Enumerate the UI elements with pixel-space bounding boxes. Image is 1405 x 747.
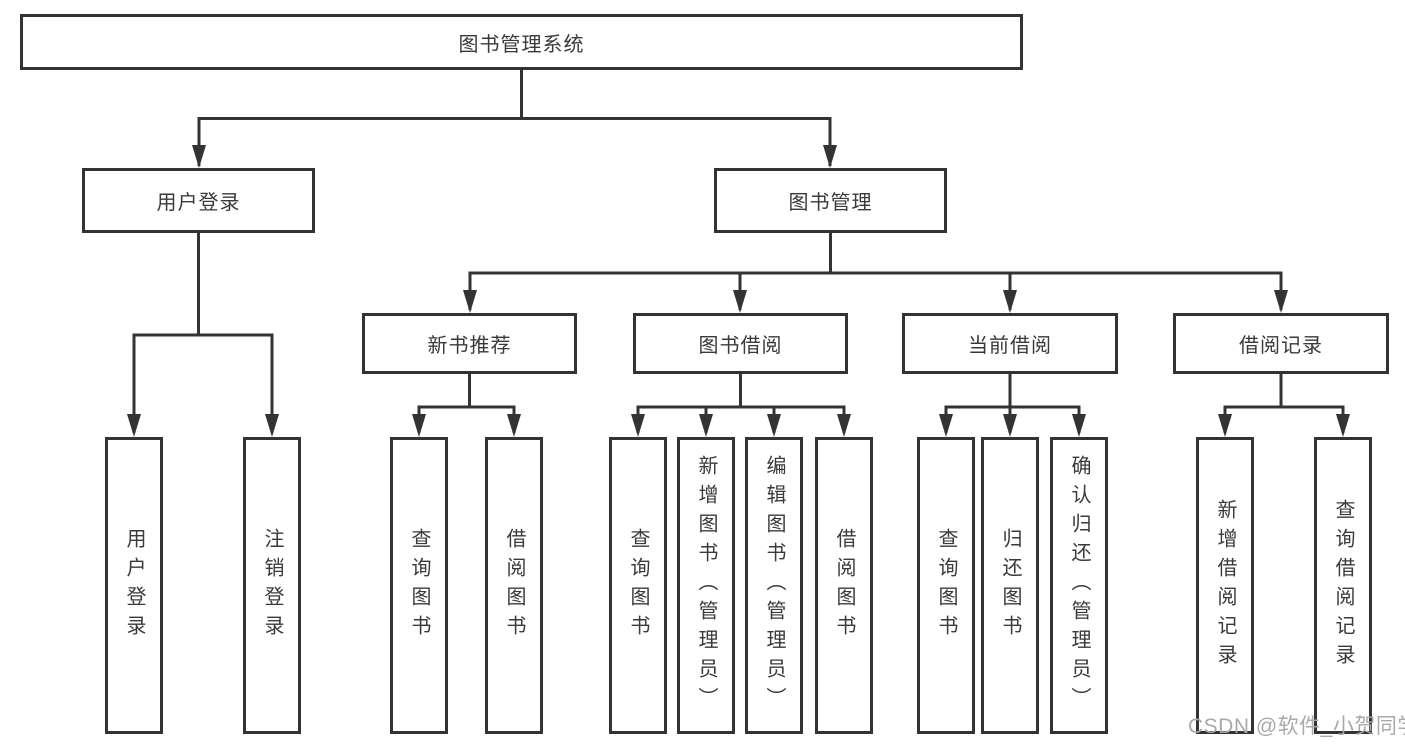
leaf-label: 注销登录 (261, 527, 283, 644)
leaf-label: 查询图书 (627, 527, 649, 644)
arrow-down-icon (823, 145, 837, 168)
leaf-label: 新增图书（管理员） (695, 455, 717, 716)
arrow-down-icon (1003, 290, 1017, 313)
arrow-down-icon (1274, 290, 1288, 313)
leaf-borrow-books: 借阅图书 (815, 437, 873, 734)
leaf-add-books-admin: 新增图书（管理员） (677, 437, 735, 734)
arrow-down-icon (767, 414, 781, 437)
node-library-system: 图书管理系统 (20, 14, 1023, 70)
leaf-label: 借阅图书 (833, 527, 855, 644)
leaf-query-books-borrow: 查询图书 (609, 437, 667, 734)
node-book-borrow: 图书借阅 (633, 313, 848, 374)
node-current-borrow: 当前借阅 (902, 313, 1118, 374)
arrow-down-icon (1003, 414, 1017, 437)
leaf-label: 查询借阅记录 (1332, 498, 1354, 673)
leaf-user-login: 用户登录 (105, 437, 163, 734)
leaf-return-books: 归还图书 (981, 437, 1039, 734)
node-book-management: 图书管理 (714, 168, 947, 233)
arrow-down-icon (1336, 414, 1350, 437)
node-new-book-recommend: 新书推荐 (362, 313, 577, 374)
arrow-down-icon (939, 414, 953, 437)
arrow-down-icon (1218, 414, 1232, 437)
node-borrow-records: 借阅记录 (1173, 313, 1389, 374)
leaf-logout: 注销登录 (243, 437, 301, 734)
arrow-down-icon (507, 414, 521, 437)
node-user-login: 用户登录 (82, 168, 315, 233)
watermark: CSDN @软件_小贺同学 (1188, 715, 1405, 738)
leaf-borrow-books-recommend: 借阅图书 (485, 437, 543, 734)
leaf-query-borrow-record: 查询借阅记录 (1314, 437, 1372, 734)
arrow-down-icon (412, 414, 426, 437)
leaf-edit-books-admin: 编辑图书（管理员） (745, 437, 803, 734)
leaf-add-borrow-record: 新增借阅记录 (1196, 437, 1254, 734)
arrow-down-icon (631, 414, 645, 437)
arrow-down-icon (837, 414, 851, 437)
arrow-down-icon (127, 414, 141, 437)
leaf-label: 查询图书 (408, 527, 430, 644)
arrow-down-icon (733, 290, 747, 313)
leaf-label: 新增借阅记录 (1214, 498, 1236, 673)
leaf-confirm-return-admin: 确认归还（管理员） (1050, 437, 1108, 734)
arrow-down-icon (192, 145, 206, 168)
leaf-label: 用户登录 (123, 527, 145, 644)
arrow-down-icon (463, 290, 477, 313)
leaf-label: 归还图书 (999, 527, 1021, 644)
arrow-down-icon (1072, 414, 1086, 437)
leaf-label: 查询图书 (935, 527, 957, 644)
arrow-down-icon (265, 414, 279, 437)
leaf-label: 编辑图书（管理员） (763, 455, 785, 716)
leaf-label: 确认归还（管理员） (1068, 455, 1090, 716)
leaf-label: 借阅图书 (503, 527, 525, 644)
leaf-query-books-current: 查询图书 (917, 437, 975, 734)
leaf-query-books-recommend: 查询图书 (390, 437, 448, 734)
arrow-down-icon (699, 414, 713, 437)
